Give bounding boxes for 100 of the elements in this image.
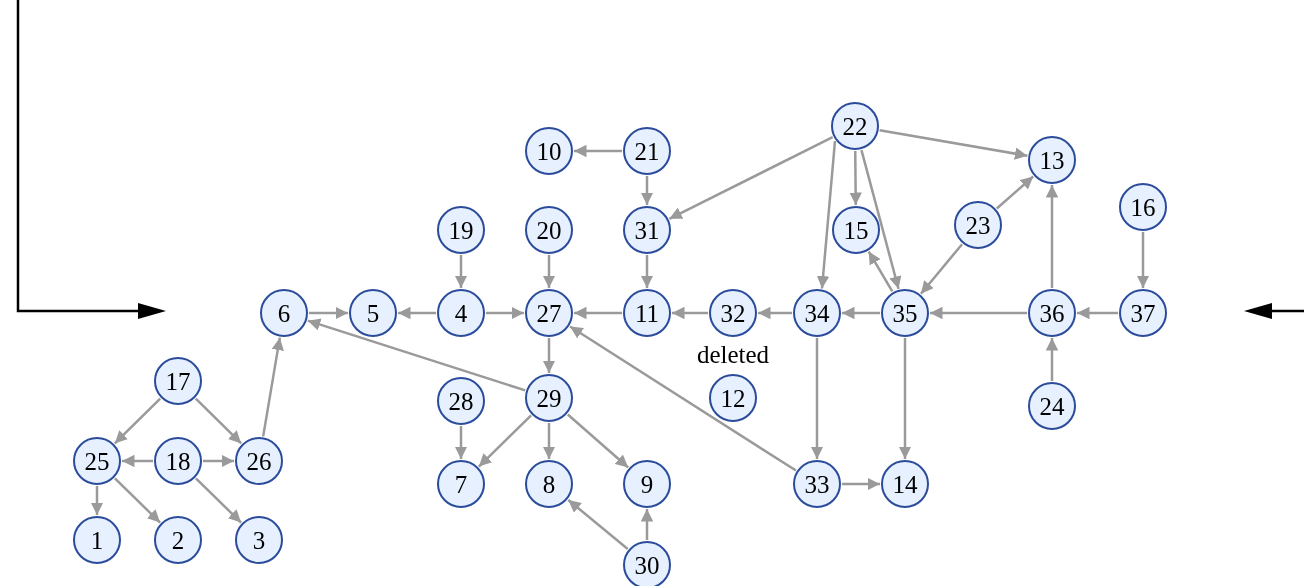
arrow: [640, 255, 654, 288]
node-circle: [1028, 289, 1076, 337]
node-circle: [1119, 289, 1167, 337]
arrow: [195, 477, 242, 524]
node-circle: [437, 289, 485, 337]
node-number: 15: [843, 217, 869, 243]
node-number: 30: [634, 552, 660, 578]
node-number: 33: [804, 471, 830, 497]
node-number: 14: [892, 471, 918, 497]
node-number: 11: [634, 300, 660, 326]
node-circle: [235, 437, 283, 485]
node-circle: [525, 374, 573, 422]
node-circle: [881, 289, 929, 337]
arrow: [860, 149, 902, 290]
arrow: [1136, 232, 1150, 288]
arrow: [842, 306, 880, 320]
arrow: [640, 509, 654, 540]
node-circle: [709, 289, 757, 337]
node-number: 35: [892, 300, 918, 326]
node-number: 18: [165, 448, 191, 474]
node-number: 5: [366, 300, 380, 326]
node-circle: [525, 460, 573, 508]
node-circle: [437, 206, 485, 254]
node-number: 3: [252, 527, 266, 553]
arrow: [307, 318, 526, 392]
node-circle: [154, 357, 202, 405]
node-circle: [623, 289, 671, 337]
arrow: [194, 397, 243, 445]
arrow: [454, 426, 468, 459]
node-number: 34: [804, 300, 830, 326]
arrow: [810, 338, 824, 459]
arrow: [867, 250, 894, 293]
node-number: 10: [536, 138, 562, 164]
node-circle: [1119, 183, 1167, 231]
node-number: 16: [1130, 194, 1156, 220]
arrow: [486, 306, 524, 320]
node-circle: [260, 289, 308, 337]
node-number: 8: [542, 471, 556, 497]
arrow: [672, 306, 708, 320]
node-number: 13: [1039, 147, 1065, 173]
node-number: 7: [454, 471, 468, 497]
node-circle: [525, 206, 573, 254]
node-circle: [709, 374, 757, 422]
arrow: [566, 413, 630, 469]
node-circle: [881, 460, 929, 508]
node-circle: [623, 460, 671, 508]
arrow: [309, 306, 348, 320]
arrow: [261, 337, 284, 437]
node-circle: [954, 201, 1002, 249]
status-label: deleted: [696, 342, 770, 367]
arrow: [542, 255, 556, 288]
node-number: 27: [536, 300, 562, 326]
node-number: 24: [1039, 393, 1065, 419]
arrow: [574, 144, 622, 158]
node-number: 25: [84, 448, 110, 474]
arrow: [398, 306, 436, 320]
node-circle: [793, 289, 841, 337]
arrow: [569, 325, 797, 472]
node-number: 26: [246, 448, 272, 474]
node-circle: [831, 102, 879, 150]
arrow: [567, 498, 629, 551]
node-number: 12: [720, 385, 746, 411]
node-circle: [623, 127, 671, 175]
node-circle: [793, 460, 841, 508]
arrow: [920, 243, 963, 295]
arrow: [758, 306, 792, 320]
node-number: 36: [1039, 300, 1065, 326]
node-circle: [73, 437, 121, 485]
node-circle: [154, 437, 202, 485]
arrow: [849, 151, 862, 205]
arrow: [640, 176, 654, 205]
node-circle: [1028, 382, 1076, 430]
node-circle: [623, 541, 671, 586]
arrow: [90, 486, 104, 515]
arrow: [478, 414, 532, 468]
node-number: 31: [634, 217, 660, 243]
arrow: [114, 477, 161, 524]
node-circle: [1028, 136, 1076, 184]
node-circle: [437, 460, 485, 508]
arrow: [542, 338, 556, 373]
node-circle: [525, 289, 573, 337]
arrow: [203, 454, 234, 468]
arrow: [1077, 306, 1118, 320]
node-number: 19: [448, 217, 474, 243]
node-circle: [154, 516, 202, 564]
arrow: [122, 454, 153, 468]
arrow: [816, 140, 837, 289]
node-number: 21: [634, 138, 660, 164]
node-circle: [73, 516, 121, 564]
node-number: 22: [842, 113, 868, 139]
arrow: [1045, 185, 1059, 288]
arrow: [574, 306, 622, 320]
arrow: [930, 306, 1027, 320]
arrow: [898, 338, 912, 459]
node-number: 4: [454, 300, 468, 326]
arrow: [668, 136, 834, 220]
arrow: [542, 423, 556, 459]
node-circle: [437, 377, 485, 425]
node-circle: [525, 127, 573, 175]
arrow: [879, 129, 1028, 160]
